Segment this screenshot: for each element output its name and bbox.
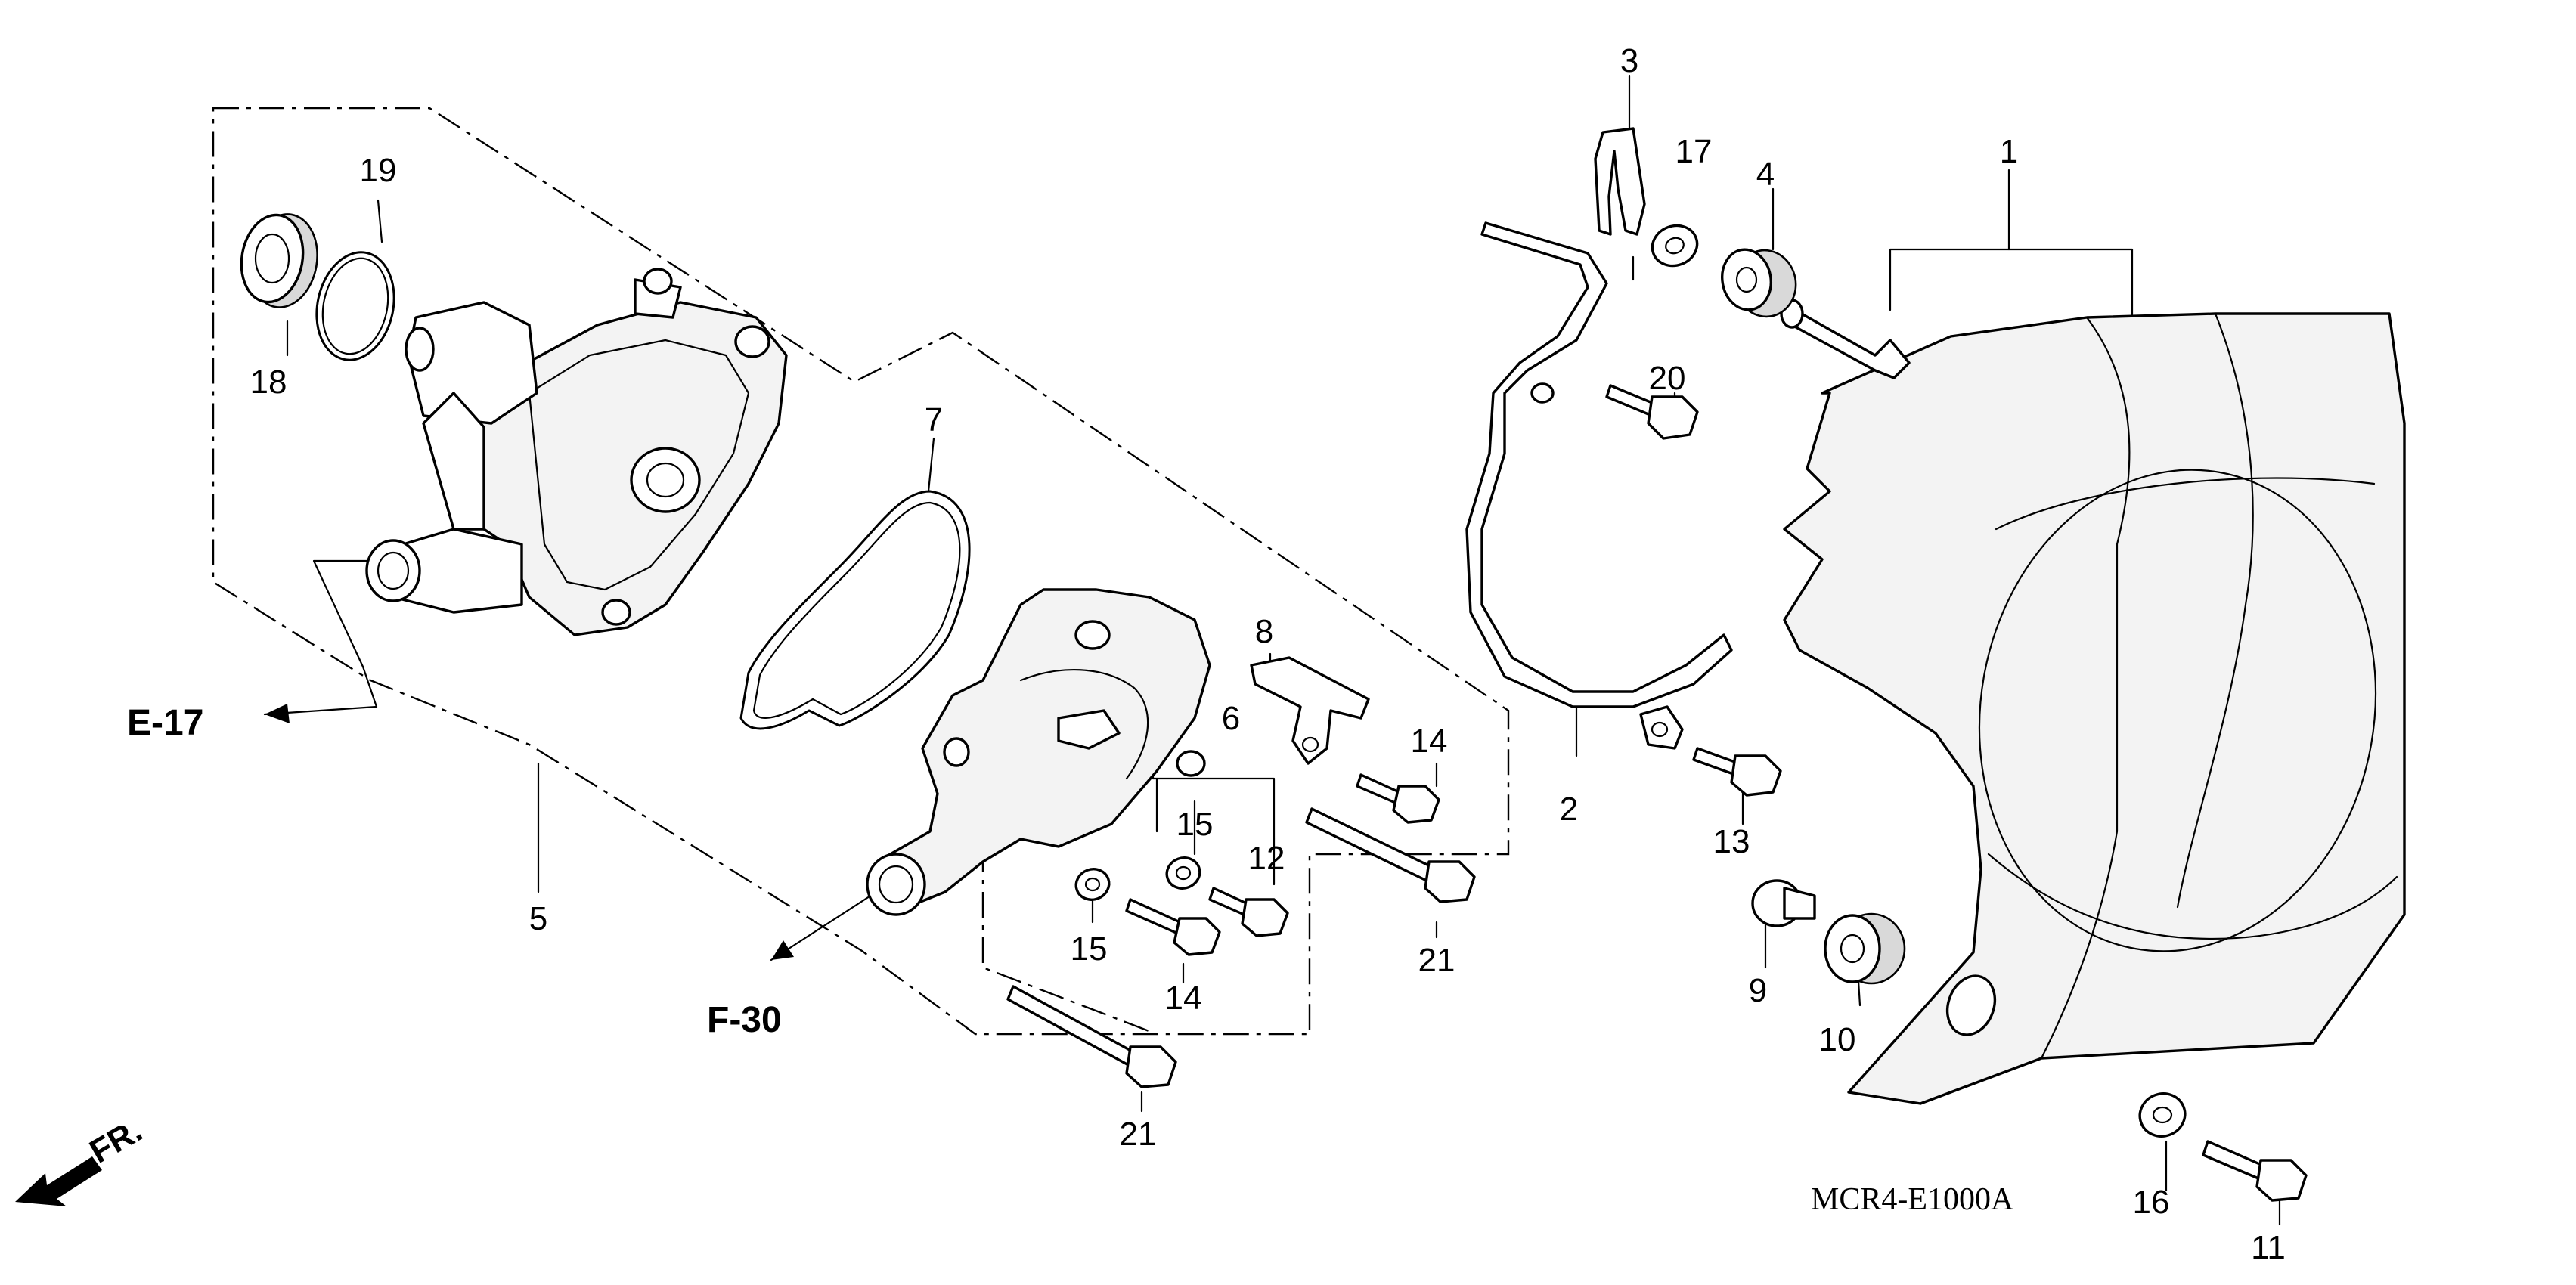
gasket-tab bbox=[1639, 705, 1684, 750]
callout-4: 4 bbox=[1756, 156, 1775, 193]
callout-5: 5 bbox=[529, 900, 547, 937]
cover-fitting bbox=[1780, 299, 1911, 379]
washer-15-lower bbox=[1074, 868, 1111, 901]
bolt-20 bbox=[1605, 384, 1699, 440]
side-cover bbox=[1783, 312, 2406, 1105]
callout-numbers: 1 2 3 4 5 6 7 8 9 10 11 12 13 14 14 15 1… bbox=[250, 42, 2286, 1266]
collar-9 bbox=[1751, 879, 1816, 927]
bolt-11 bbox=[2202, 1140, 2308, 1202]
washer-15-upper bbox=[1165, 856, 1201, 890]
front-arrow-icon: FR. bbox=[15, 1112, 148, 1206]
bolt-13 bbox=[1692, 747, 1782, 797]
oil-seal-18 bbox=[240, 213, 318, 308]
washer-17 bbox=[1651, 224, 1699, 268]
bolt-21-right bbox=[1305, 807, 1476, 903]
callout-21-lower: 21 bbox=[1120, 1116, 1157, 1153]
callout-8: 8 bbox=[1255, 613, 1273, 650]
reference-e17: E-17 bbox=[127, 703, 203, 743]
grommet-10 bbox=[1824, 912, 1906, 985]
water-pump bbox=[365, 268, 788, 636]
callout-16: 16 bbox=[2133, 1184, 2170, 1221]
callout-18: 18 bbox=[250, 364, 287, 401]
callout-15-upper: 15 bbox=[1176, 806, 1214, 843]
gasket-7 bbox=[739, 490, 971, 730]
callout-12: 12 bbox=[1248, 840, 1285, 877]
o-ring-19 bbox=[315, 251, 395, 361]
bolt-14-upper bbox=[1356, 773, 1440, 824]
cover-gasket bbox=[1465, 221, 1733, 708]
bracket-8 bbox=[1250, 656, 1370, 765]
callout-7: 7 bbox=[925, 401, 943, 438]
callout-14-upper: 14 bbox=[1411, 723, 1448, 760]
bolt-12 bbox=[1208, 887, 1289, 937]
callout-3: 3 bbox=[1620, 42, 1638, 79]
bolt-14-lower bbox=[1125, 898, 1221, 956]
callout-9: 9 bbox=[1749, 972, 1767, 1009]
callout-6: 6 bbox=[1222, 700, 1240, 737]
pump-cover-6 bbox=[866, 588, 1211, 916]
callout-15-lower: 15 bbox=[1071, 930, 1108, 968]
callout-21-right: 21 bbox=[1418, 942, 1455, 979]
callout-13: 13 bbox=[1713, 823, 1750, 860]
diagram-code: MCR4-E1000A bbox=[1811, 1182, 2014, 1217]
callout-1: 1 bbox=[2000, 133, 2018, 170]
callout-20: 20 bbox=[1649, 360, 1686, 397]
callout-14-lower: 14 bbox=[1165, 980, 1202, 1017]
grommet-4 bbox=[1721, 248, 1797, 318]
callout-17: 17 bbox=[1675, 133, 1713, 170]
reference-f30: F-30 bbox=[707, 1000, 782, 1040]
callout-11: 11 bbox=[2251, 1229, 2286, 1266]
callout-10: 10 bbox=[1819, 1021, 1856, 1058]
clip bbox=[1594, 127, 1646, 236]
washer-16 bbox=[2138, 1092, 2187, 1138]
callout-19: 19 bbox=[360, 152, 397, 189]
bolt-21-lower bbox=[1006, 985, 1177, 1088]
callout-2: 2 bbox=[1560, 791, 1578, 828]
